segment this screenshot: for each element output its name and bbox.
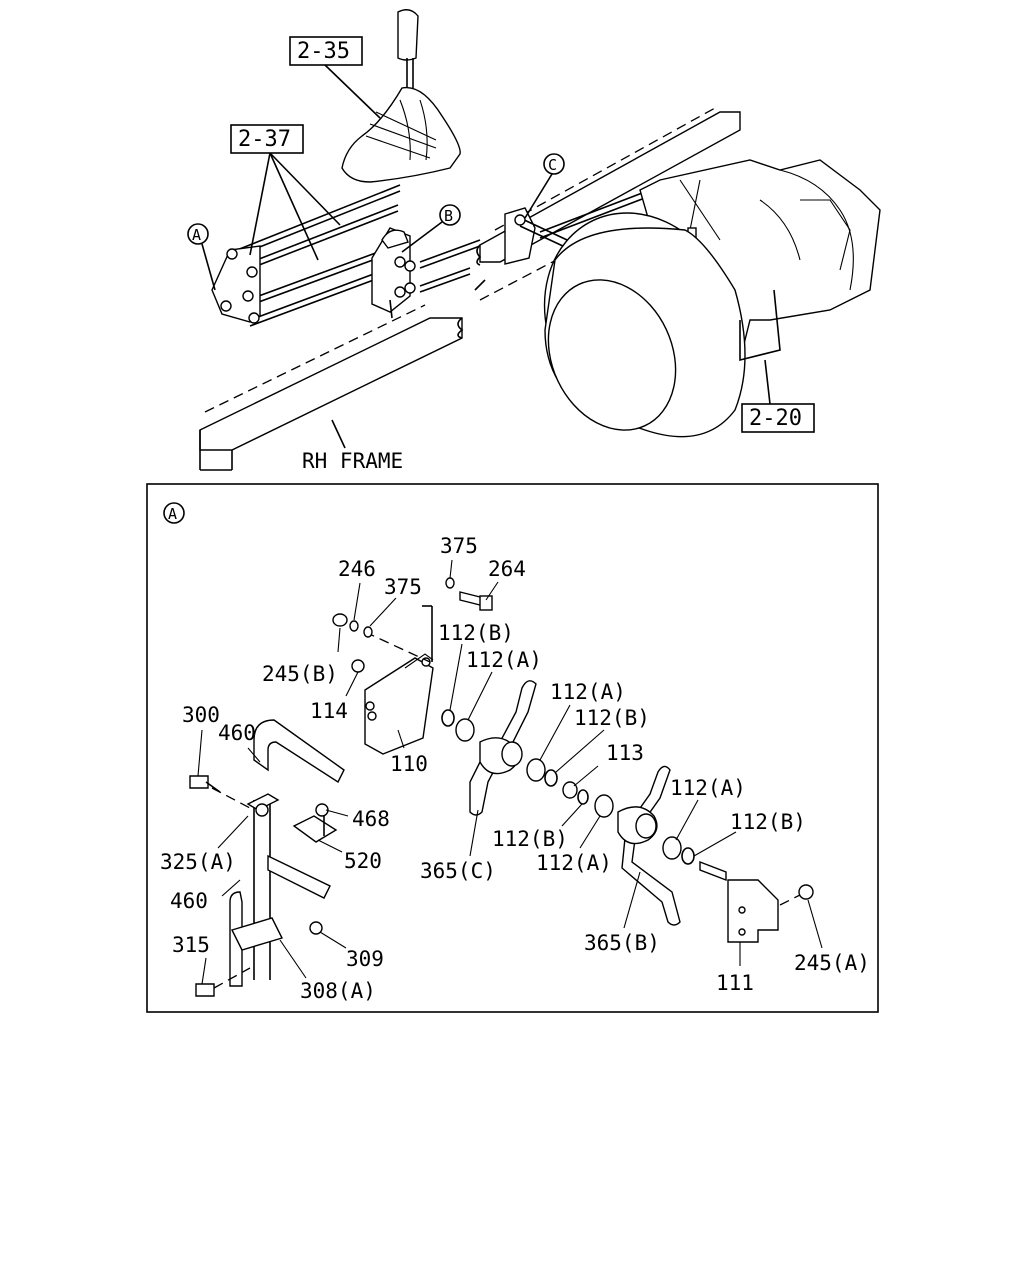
detail-leaders (197, 559, 823, 985)
ref-box-2-37 (230, 124, 304, 154)
callout-111: 111 (716, 971, 754, 995)
detail-a-panel (146, 483, 879, 1013)
shift-cables (231, 184, 651, 327)
overview-illustration (199, 9, 881, 471)
rh-frame-label: RH FRAME (302, 449, 403, 473)
detail-marker-circle (163, 502, 185, 524)
callout-375: 375 (384, 575, 422, 599)
callout-375-top: 375 (440, 534, 478, 558)
marker-c: C (548, 156, 557, 174)
callout-309: 309 (346, 947, 384, 971)
marker-c-circle (543, 153, 565, 175)
marker-b-circle (439, 204, 461, 226)
callout-112b-2: 112(B) (574, 706, 650, 730)
callout-300: 300 (182, 703, 220, 727)
shift-lever (341, 9, 461, 183)
callout-365b: 365(B) (584, 931, 660, 955)
callout-112a-1: 112(A) (466, 648, 542, 672)
callout-520: 520 (344, 849, 382, 873)
detail-callouts: 375 246 375 264 245(B) 112(B) 112(A) 114… (160, 534, 870, 1003)
callout-325a: 325(A) (160, 850, 236, 874)
callout-245a: 245(A) (794, 951, 870, 975)
overview-labels: 2-35 2-37 2-20 A B C RH FRAME (187, 36, 815, 473)
callout-315: 315 (172, 933, 210, 957)
callout-112b-3: 112(B) (492, 827, 568, 851)
callout-112a-2: 112(A) (550, 680, 626, 704)
callout-468: 468 (352, 807, 390, 831)
transmission-housing (543, 159, 881, 438)
detail-parts (189, 577, 814, 997)
ref-box-2-20 (741, 403, 815, 433)
callout-112a-4: 112(A) (670, 776, 746, 800)
marker-b: B (444, 207, 453, 225)
ref-2-20: 2-20 (749, 406, 802, 431)
ref-2-37: 2-37 (238, 127, 291, 152)
callout-112a-3: 112(A) (536, 851, 612, 875)
callout-245b: 245(B) (262, 662, 338, 686)
callout-112b-1: 112(B) (438, 621, 514, 645)
detail-marker: A (168, 505, 177, 523)
cable-bracket-b (371, 227, 416, 319)
callout-246: 246 (338, 557, 376, 581)
callout-460-top: 460 (218, 721, 256, 745)
callout-112b-4: 112(B) (730, 810, 806, 834)
callout-114: 114 (310, 699, 348, 723)
callout-365c: 365(C) (420, 859, 496, 883)
lever-bracket-a (211, 245, 261, 324)
marker-a-circle (187, 223, 209, 245)
marker-a: A (192, 226, 201, 244)
callout-264: 264 (488, 557, 526, 581)
callout-460-bottom: 460 (170, 889, 208, 913)
rh-frame-rail (199, 107, 741, 471)
callout-110: 110 (390, 752, 428, 776)
callout-113: 113 (606, 741, 644, 765)
ref-2-35: 2-35 (297, 39, 350, 64)
callout-308a: 308(A) (300, 979, 376, 1003)
